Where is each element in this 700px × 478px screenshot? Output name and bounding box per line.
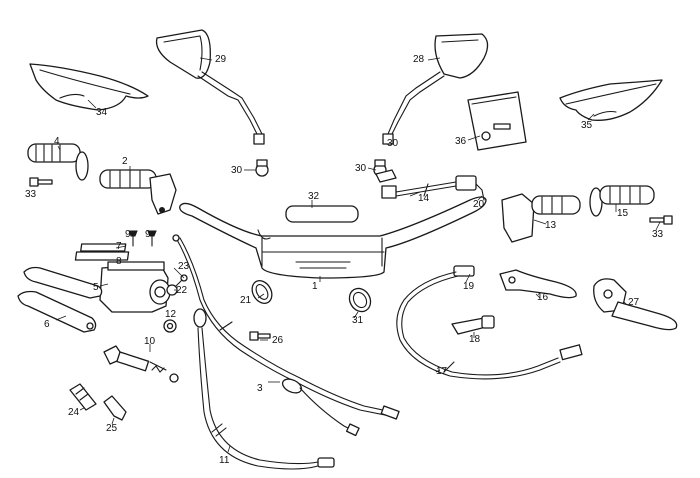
clutch-lever-6 <box>17 290 97 333</box>
bolt-33-left <box>29 177 53 187</box>
brake-master-cylinder <box>74 230 171 313</box>
callout-5: 5 <box>93 282 99 293</box>
callout-2: 2 <box>122 156 128 167</box>
right-grip-15 <box>589 185 655 217</box>
right-hand-guard <box>559 79 663 121</box>
callout-20: 20 <box>473 199 485 210</box>
mirror-clamp-left <box>255 159 269 177</box>
cap-18 <box>451 315 495 335</box>
left-grip-4 <box>27 143 89 181</box>
brake-switch-10 <box>103 345 179 383</box>
right-mirror <box>382 33 489 145</box>
callout-36: 36 <box>455 136 467 147</box>
callout-30-right: 30 <box>355 163 367 174</box>
cable-adjuster-24 <box>69 383 97 411</box>
callout-28: 28 <box>413 54 425 65</box>
front-lever-27 <box>593 278 678 331</box>
callout-16: 16 <box>537 292 549 303</box>
callout-13: 13 <box>545 220 557 231</box>
callout-24: 24 <box>68 407 80 418</box>
callout-12: 12 <box>165 309 177 320</box>
clamp-31 <box>348 287 372 313</box>
callout-26: 26 <box>272 335 284 346</box>
callout-19: 19 <box>463 281 475 292</box>
callout-30-right-top: 30 <box>387 138 399 149</box>
callout-3: 3 <box>257 383 263 394</box>
callout-8: 8 <box>116 256 122 267</box>
screw-26 <box>249 331 271 341</box>
right-switch-13 <box>501 193 581 243</box>
decompression-cable-17 <box>396 265 583 380</box>
clutch-cable-11 <box>193 308 335 470</box>
callout-18: 18 <box>469 334 481 345</box>
callout-31: 31 <box>352 315 364 326</box>
callout-7: 7 <box>116 241 122 252</box>
callout-21: 21 <box>240 295 252 306</box>
callout-35: 35 <box>581 120 593 131</box>
callout-29: 29 <box>215 54 227 65</box>
callout-15: 15 <box>617 208 629 219</box>
washer-12 <box>163 319 177 333</box>
handlebar <box>179 196 487 279</box>
callout-32: 32 <box>308 191 320 202</box>
callout-9b: 9 <box>145 229 151 240</box>
bolt-33-right <box>649 215 673 225</box>
callout-25: 25 <box>106 423 118 434</box>
callout-11: 11 <box>219 455 230 466</box>
callout-1: 1 <box>312 281 318 292</box>
front-brake-lever-5 <box>23 266 103 299</box>
callout-33-right: 33 <box>652 229 664 240</box>
callout-27: 27 <box>628 297 640 308</box>
callout-6: 6 <box>44 319 50 330</box>
callout-30-left: 30 <box>231 165 243 176</box>
callout-34: 34 <box>96 107 108 118</box>
callout-23: 23 <box>178 261 190 272</box>
callout-17: 17 <box>436 366 448 377</box>
throttle-grip-2 <box>99 169 177 215</box>
callout-9a: 9 <box>125 229 131 240</box>
handlebar-pad <box>285 205 359 223</box>
callout-33-left: 33 <box>25 189 37 200</box>
kill-switch-wire <box>381 175 485 201</box>
left-mirror <box>155 29 265 145</box>
left-hand-guard <box>29 63 149 111</box>
callout-4: 4 <box>54 136 60 147</box>
clamp-21 <box>251 280 273 304</box>
throttle-cable-3 <box>172 234 400 437</box>
callout-10: 10 <box>144 336 156 347</box>
clamp-30-wire <box>375 169 397 183</box>
leader-lines <box>55 57 661 453</box>
decompression-lever-16 <box>499 269 577 299</box>
hardware-bag <box>467 91 527 151</box>
callout-22: 22 <box>176 285 188 296</box>
callout-14: 14 <box>418 193 430 204</box>
cable-end-25 <box>103 395 127 421</box>
